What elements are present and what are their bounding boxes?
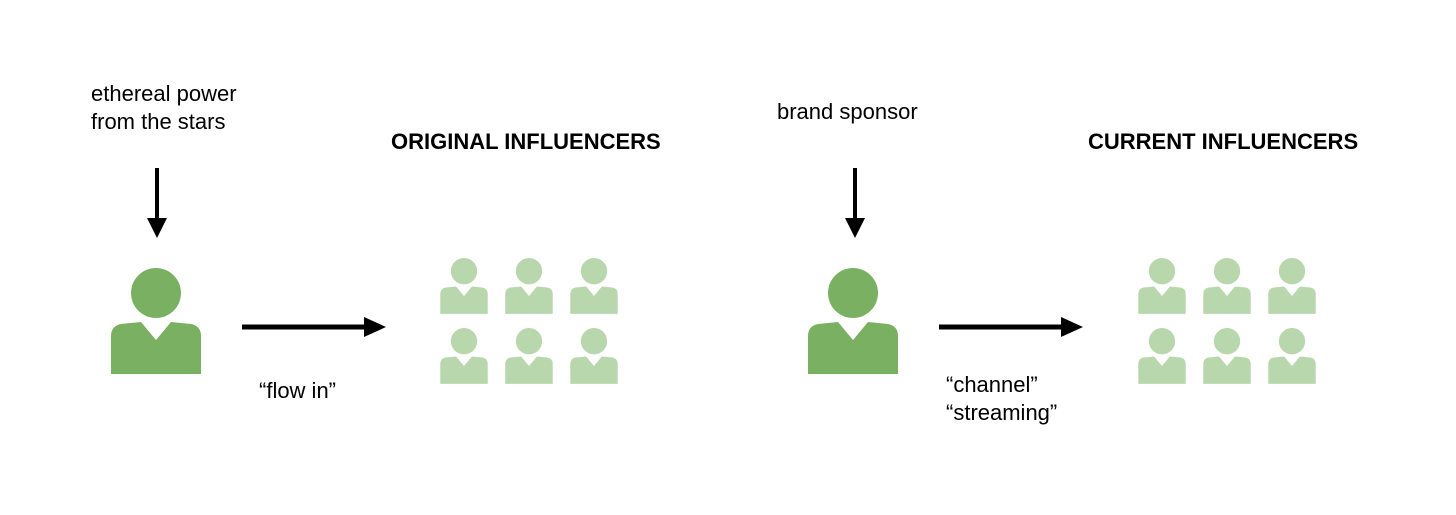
left-down-arrow — [147, 168, 167, 238]
left-audience-person-icon — [440, 328, 488, 384]
left-title: ORIGINAL INFLUENCERS — [391, 129, 661, 154]
right-audience-person-icon — [1203, 328, 1251, 384]
right-flow-label: “channel” “streaming” — [946, 371, 1057, 427]
left-flow-label: “flow in” — [259, 378, 337, 403]
right-title: CURRENT INFLUENCERS — [1088, 129, 1359, 154]
left-audience-grid — [440, 258, 618, 384]
right-audience-person-icon — [1138, 328, 1186, 384]
right-audience-grid — [1138, 258, 1316, 384]
right-audience-person-icon — [1268, 328, 1316, 384]
right-flow-label-line: “streaming” — [946, 400, 1058, 425]
left-audience-person-icon — [570, 328, 618, 384]
right-flow-label-line: “channel” — [946, 372, 1038, 397]
left-source-label: ethereal power from the stars — [91, 80, 237, 136]
left-source-label-line: ethereal power — [91, 81, 237, 106]
left-audience-person-icon — [440, 258, 488, 314]
right-right-arrow — [939, 317, 1083, 337]
right-section — [808, 168, 1316, 384]
left-section — [111, 168, 618, 384]
right-source-label: brand sponsor — [777, 99, 918, 124]
left-audience-person-icon — [505, 258, 553, 314]
right-down-arrow — [845, 168, 865, 238]
right-audience-person-icon — [1203, 258, 1251, 314]
right-audience-person-icon — [1268, 258, 1316, 314]
right-audience-person-icon — [1138, 258, 1186, 314]
left-audience-person-icon — [505, 328, 553, 384]
left-right-arrow — [242, 317, 386, 337]
left-source-label-line: from the stars — [91, 109, 226, 134]
left-audience-person-icon — [570, 258, 618, 314]
left-source-person-icon — [111, 268, 201, 374]
right-source-person-icon — [808, 268, 898, 374]
